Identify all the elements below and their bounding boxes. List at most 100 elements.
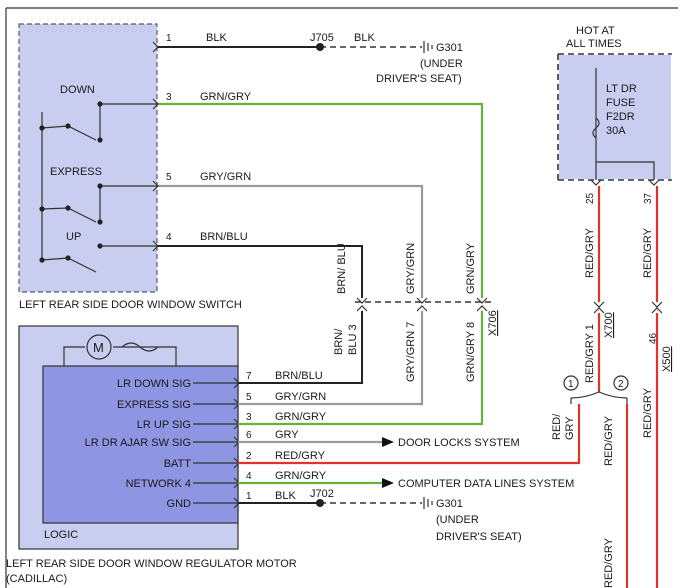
fuse-block: HOT AT ALL TIMES LT DR FUSE F2DR 30A 25 … <box>557 25 672 204</box>
motor-symbol: M <box>93 340 104 355</box>
motor-pin-7: 7 <box>246 371 252 382</box>
switch-down-label: DOWN <box>60 84 95 96</box>
window-switch: DOWN EXPRESS UP LEFT REAR SIDE DOOR WIND… <box>18 23 242 311</box>
data-lines-arrow <box>382 478 394 488</box>
option-circle-2 <box>613 375 629 391</box>
ground-top-color: BLK <box>354 32 375 44</box>
motor-wire-3-color: GRN/GRY <box>275 411 327 423</box>
motor-wire-5: 5 GRY/GRN <box>238 311 424 406</box>
motor-wire-2-color: RED/GRY <box>275 450 326 462</box>
door-locks-system: DOOR LOCKS SYSTEM <box>398 437 520 449</box>
x500-label: X500 <box>661 346 673 372</box>
option-2-label: 2 <box>618 379 624 390</box>
switch-pin-3: 3 <box>166 92 172 103</box>
logic-box <box>42 365 239 524</box>
fuse-line3: F2DR <box>606 111 635 123</box>
door-locks-arrow <box>382 437 394 447</box>
option-1-label: 1 <box>568 379 574 390</box>
regulator-motor: LOGIC M LR DOWN SIG EXPRESS SIG LR UP SI… <box>6 325 297 585</box>
right-red-d: RED/GRY <box>642 387 654 438</box>
red-feed-wires: RED/GRY RED/GRY X700 RED/GRY 1 46 X500 R… <box>584 186 673 588</box>
ground-top-loc1: (UNDER <box>420 58 463 70</box>
option-circle-1 <box>563 375 579 391</box>
fuse-line2: FUSE <box>606 97 635 109</box>
x706-lower-blu: BLU 3 <box>347 324 359 355</box>
motor-pin-3: 3 <box>246 412 252 423</box>
switch-name: LEFT REAR SIDE DOOR WINDOW SWITCH <box>19 299 242 311</box>
x706-connector: BRN/ BLU GRY/GRN GRN/GRY BRN/ BLU 3 GRY/… <box>333 242 499 382</box>
right-red-a2: GRY <box>564 416 576 440</box>
switch-pin-1-wire: 1 BLK J705 BLK G301 (UNDER DRIVER'S SEAT… <box>157 32 463 85</box>
fuse-pin-a: 25 <box>585 192 596 204</box>
j705-label: J705 <box>310 32 334 44</box>
signal-batt: BATT <box>164 458 192 470</box>
x706-lower-gry: GRY/GRN 7 <box>405 322 417 382</box>
signal-network4: NETWORK 4 <box>126 478 191 490</box>
switch-wire-5-color: GRY/GRN <box>200 171 251 183</box>
switch-pin-5-wire: 5 GRY/GRN <box>157 171 424 298</box>
feed-a-color: RED/GRY <box>584 227 596 278</box>
motor-name-line2: (CADILLAC) <box>6 573 67 585</box>
switch-pin-4: 4 <box>166 232 172 243</box>
motor-wire-6: 6 GRY DOOR LOCKS SYSTEM <box>238 429 520 449</box>
fuse-line1: LT DR <box>606 83 637 95</box>
signal-lr-down: LR DOWN SIG <box>117 378 191 390</box>
switch-wire-4-color: BRN/BLU <box>200 231 248 243</box>
x706-upper-3: GRN/GRY <box>465 242 477 294</box>
motor-name-line1: LEFT REAR SIDE DOOR WINDOW REGULATOR MOT… <box>6 558 297 570</box>
motor-wire-4: 4 GRN/GRY COMPUTER DATA LINES SYSTEM <box>238 470 574 490</box>
motor-wire-2: 2 RED/GRY <box>238 404 581 465</box>
x706-upper-1: BRN/ BLU <box>336 243 348 294</box>
motor-pin-6: 6 <box>246 430 252 441</box>
feed-b-color: RED/GRY <box>642 227 654 278</box>
ground-top-icon <box>423 41 433 53</box>
signal-gnd: GND <box>167 498 192 510</box>
motor-wire-7: 7 BRN/BLU <box>238 311 363 384</box>
x706-lower-brn: BRN/ <box>333 328 345 355</box>
motor-wire-1: 1 BLK J702 G301 (UNDER DRIVER'S SEAT) <box>238 488 522 543</box>
switch-wire-3-color: GRN/GRY <box>200 91 252 103</box>
motor-pin-5: 5 <box>246 392 252 403</box>
x706-label: X706 <box>487 310 499 336</box>
motor-wire-3: 3 GRN/GRY <box>238 311 484 426</box>
switch-express-label: EXPRESS <box>50 166 102 178</box>
ground-top-name: G301 <box>436 42 463 54</box>
ground-bottom-icon <box>423 497 433 509</box>
computer-data-lines-system: COMPUTER DATA LINES SYSTEM <box>398 478 574 490</box>
signal-lr-dr-ajar: LR DR AJAR SW SIG <box>85 437 191 449</box>
switch-connector-chevrons <box>152 41 159 252</box>
j705-splice <box>316 43 324 51</box>
switch-contacts <box>39 101 157 273</box>
signal-lr-up: LR UP SIG <box>137 419 191 431</box>
motor-pin-1: 1 <box>246 491 252 502</box>
page-frame <box>5 7 678 588</box>
motor-pin-4: 4 <box>246 471 252 482</box>
fuse-icon <box>592 117 600 139</box>
ground-top-loc2: DRIVER'S SEAT) <box>376 73 462 85</box>
hot-line1: HOT AT <box>576 25 615 37</box>
ground-bottom-loc1: (UNDER <box>436 514 479 526</box>
switch-pin-1: 1 <box>166 33 172 44</box>
ground-bottom-loc2: DRIVER'S SEAT) <box>436 531 522 543</box>
motor-pin-2: 2 <box>246 451 252 462</box>
x500-pin: 46 <box>648 332 659 344</box>
signal-express: EXPRESS SIG <box>117 399 191 411</box>
j702-label: J702 <box>310 488 334 500</box>
hot-line2: ALL TIMES <box>566 38 622 50</box>
switch-pin-3-wire: 3 GRN/GRY <box>157 91 484 298</box>
x706-upper-2: GRY/GRN <box>405 243 417 294</box>
motor-wire-1-color: BLK <box>275 490 296 502</box>
switch-pin-4-wire: 4 BRN/BLU <box>157 231 363 298</box>
motor-wire-6-color: GRY <box>275 429 299 441</box>
switch-pin-5: 5 <box>166 172 172 183</box>
x706-lower-grn: GRN/GRY 8 <box>465 322 477 382</box>
motor-wire-7-color: BRN/BLU <box>275 370 323 382</box>
right-red-b: RED/GRY <box>603 415 615 466</box>
x700-lower-color: RED/GRY 1 <box>584 324 596 383</box>
fuse-pin-b: 37 <box>643 192 654 204</box>
switch-up-label: UP <box>66 231 81 243</box>
x700-label: X700 <box>603 312 615 338</box>
logic-label: LOGIC <box>44 529 78 541</box>
right-red-c: RED/GRY <box>603 537 615 588</box>
